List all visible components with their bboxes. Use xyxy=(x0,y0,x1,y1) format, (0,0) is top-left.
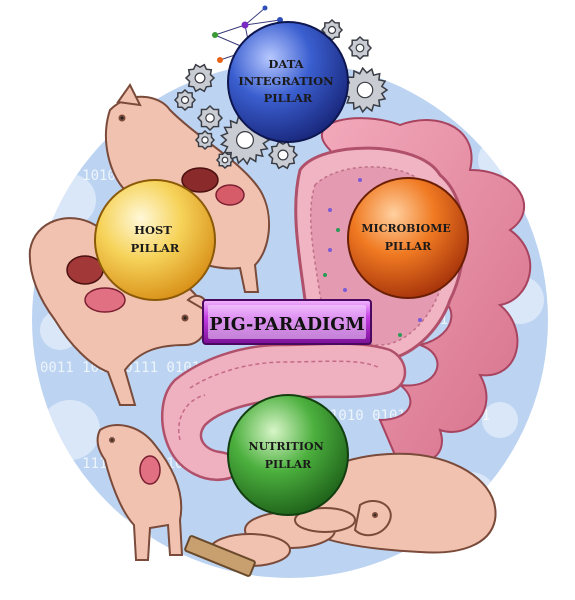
data-pillar-line-2: INTEGRATION xyxy=(238,74,334,88)
svg-text:DATA INTEGRATION P: DATA INTEGRATION PILLAR xyxy=(238,57,337,105)
gear-icon xyxy=(173,88,197,112)
gear-icon xyxy=(320,18,344,42)
gear-icon xyxy=(347,35,373,61)
gear-icon xyxy=(215,150,235,170)
host-pillar-line-1: HOST xyxy=(134,223,172,237)
microbiome-pillar-line-2: PILLAR xyxy=(385,240,432,253)
pig-paradigm-label-box: PIG-PARADIGM xyxy=(202,299,372,345)
microbiome-pillar: MICROBIOME PILLAR xyxy=(347,177,469,299)
gear-icon xyxy=(342,66,389,114)
data-pillar-line-3: PILLAR xyxy=(264,91,313,105)
gear-icon xyxy=(196,104,224,132)
gear-icon xyxy=(184,63,216,93)
feeder-illustration xyxy=(184,535,256,577)
host-pillar-line-2: PILLAR xyxy=(131,241,180,255)
host-pillar: HOST PILLAR xyxy=(94,179,216,301)
microbiome-pillar-line-1: MICROBIOME xyxy=(361,222,450,235)
svg-text:NUTRITION PILLAR: NUTRITION PILLAR xyxy=(249,440,328,471)
data-integration-pillar: DATA INTEGRATION PILLAR xyxy=(227,21,349,143)
nutrition-pillar: NUTRITION PILLAR xyxy=(227,394,349,516)
gear-icon xyxy=(267,140,299,170)
svg-text:HOST PILLAR: HOST PILLAR xyxy=(131,223,180,255)
nutrition-pillar-line-1: NUTRITION xyxy=(249,440,324,453)
gear-icon xyxy=(194,129,216,151)
svg-text:MICROBIOME PILLAR: MICROBIOME PILLAR xyxy=(361,222,454,253)
nutrition-pillar-line-2: PILLAR xyxy=(265,458,312,471)
pig-paradigm-label: PIG-PARADIGM xyxy=(209,315,364,335)
data-pillar-line-1: DATA xyxy=(268,57,304,71)
gears-illustration xyxy=(173,18,389,170)
organ-illustrations xyxy=(66,167,245,485)
